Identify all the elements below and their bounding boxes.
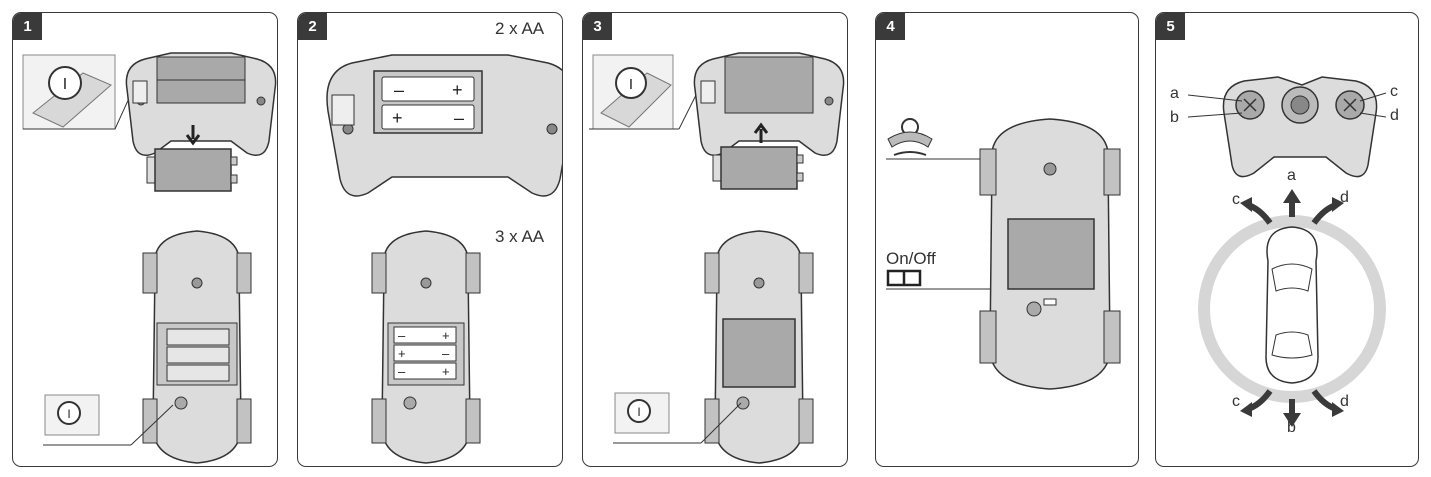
label-b-controller: b	[1170, 109, 1179, 126]
controller-battery-label: 2 x AA	[495, 19, 545, 38]
controller-back	[125, 52, 277, 156]
step-2-illustration: – + + – – + + – – +	[326, 54, 562, 464]
step-2-badge: 2	[298, 13, 327, 40]
power-switch-inset: I	[22, 54, 116, 130]
svg-text:I: I	[637, 405, 640, 419]
car-battery-label: 3 x AA	[495, 227, 545, 246]
car-battery-compartment: – + + – – +	[371, 230, 481, 464]
car-switch-inset: I	[44, 394, 100, 436]
svg-text:I: I	[629, 76, 633, 93]
trim-knob-icon	[887, 118, 933, 156]
svg-text:I: I	[63, 76, 67, 93]
car-underside	[142, 230, 252, 464]
arrows-forward	[1240, 189, 1344, 225]
label-a-forward: a	[1287, 167, 1296, 184]
label-d-controller: d	[1390, 107, 1399, 124]
svg-text:+: +	[442, 364, 450, 379]
svg-text:–: –	[442, 346, 450, 361]
on-off-switch-icon	[886, 269, 922, 287]
step-5-illustration	[1187, 76, 1387, 427]
label-a-controller: a	[1170, 85, 1179, 102]
controller-open: – + + –	[326, 54, 562, 197]
step-4-badge: 4	[876, 13, 905, 40]
label-b-reverse: b	[1287, 419, 1296, 436]
svg-text:+: +	[442, 328, 450, 343]
controller-back-closed	[693, 52, 845, 156]
step-4-panel: 4 On/Off	[875, 12, 1139, 467]
step-2-panel: 2 2 x AA 3 x AA – + + – –	[297, 12, 563, 467]
svg-text:+: +	[392, 108, 403, 128]
svg-text:–: –	[398, 328, 406, 343]
label-c-controller: c	[1390, 83, 1398, 100]
svg-text:+: +	[398, 346, 406, 361]
step-3-badge: 3	[583, 13, 612, 40]
step-4-illustration	[886, 118, 1121, 390]
svg-text:–: –	[454, 108, 464, 128]
battery-pack	[146, 148, 238, 192]
car-top-view	[1265, 226, 1319, 384]
label-c-forward-left: c	[1232, 191, 1240, 208]
power-switch-inset: I	[592, 54, 674, 130]
step-1-panel: 1 I	[12, 12, 278, 467]
svg-text:+: +	[452, 80, 463, 100]
step-1-badge: 1	[13, 13, 42, 40]
arrows-reverse	[1240, 389, 1344, 427]
svg-text:–: –	[398, 364, 406, 379]
step-5-badge: 5	[1156, 13, 1185, 40]
on-off-label: On/Off	[886, 249, 936, 268]
car-switch-inset: I	[614, 392, 670, 434]
step-1-illustration: I	[22, 52, 277, 464]
label-d-reverse-right: d	[1340, 393, 1349, 410]
controller-front	[1222, 76, 1378, 178]
battery-pack	[712, 146, 804, 190]
car-underside-large	[979, 118, 1121, 390]
direction-ring	[1198, 215, 1386, 403]
step-3-panel: 3 I	[582, 12, 848, 467]
car-closed	[704, 230, 814, 464]
label-d-forward-right: d	[1340, 189, 1349, 206]
step-3-illustration: I I	[589, 52, 845, 464]
svg-text:I: I	[67, 407, 70, 421]
svg-text:–: –	[394, 80, 404, 100]
label-c-reverse-left: c	[1232, 393, 1240, 410]
step-5-panel: 5 a b c d a c d c d b	[1155, 12, 1419, 467]
